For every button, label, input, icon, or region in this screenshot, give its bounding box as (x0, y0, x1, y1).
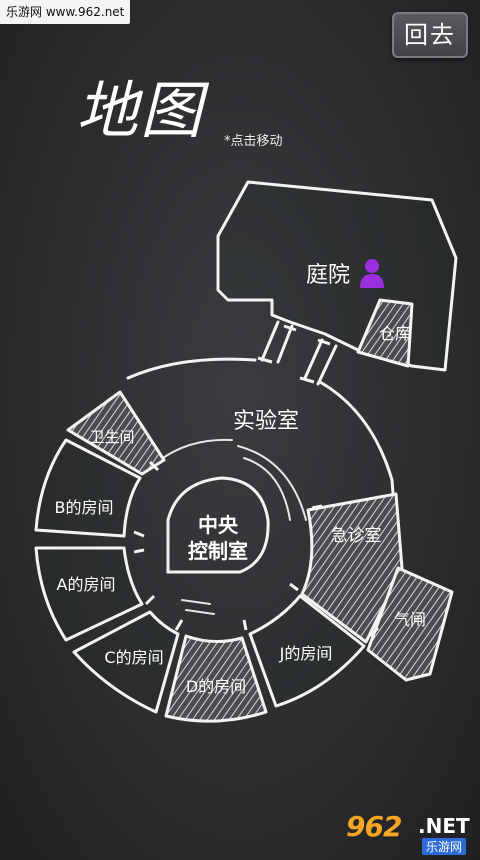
back-button[interactable]: 回去 (392, 12, 468, 58)
room-a-label: A的房间 (57, 575, 116, 594)
watermark-cn: 乐游网 (422, 838, 467, 855)
courtyard-label: 庭院 (306, 263, 350, 288)
room-c-label: C的房间 (104, 648, 163, 667)
person-icon (360, 259, 384, 288)
bathroom-label: 卫生间 (89, 428, 134, 446)
control-label-1: 中央 (198, 513, 239, 537)
watermark-net: .NET (418, 814, 470, 838)
room-d-label: D的房间 (186, 677, 246, 696)
room-airlock[interactable]: 气闸 (366, 566, 454, 682)
door-marks (133, 460, 380, 638)
lab-label: 实验室 (233, 409, 299, 434)
watermark-bottom: 962 .NET 乐游网 (340, 810, 476, 856)
room-a[interactable]: A的房间 (34, 546, 144, 642)
room-warehouse[interactable]: 仓库 (356, 298, 414, 368)
room-c[interactable]: C的房间 (72, 610, 180, 714)
room-b-label: B的房间 (55, 498, 114, 517)
warehouse-label: 仓库 (379, 324, 411, 343)
watermark-top: 乐游网 www.962.net (0, 0, 131, 24)
room-j[interactable]: J的房间 (248, 594, 366, 708)
room-d[interactable]: D的房间 (164, 634, 268, 723)
hint-text: *点击移动 (224, 134, 283, 149)
corridor-courtyard (257, 320, 338, 386)
room-lab[interactable]: 实验室 (126, 357, 400, 562)
room-bathroom[interactable]: 卫生间 (66, 390, 166, 476)
room-control[interactable]: 中央 控制室 (166, 476, 270, 615)
room-emergency[interactable]: 急诊室 (300, 492, 404, 644)
room-j-label: J的房间 (279, 644, 333, 663)
watermark-number: 962 (346, 810, 402, 843)
room-courtyard[interactable]: 庭院 (216, 180, 458, 372)
emergency-label: 急诊室 (331, 526, 382, 546)
control-label-2: 控制室 (188, 539, 248, 563)
page-title: 地图 (76, 74, 205, 147)
airlock-label: 气闸 (394, 610, 426, 629)
room-b[interactable]: B的房间 (34, 438, 142, 538)
